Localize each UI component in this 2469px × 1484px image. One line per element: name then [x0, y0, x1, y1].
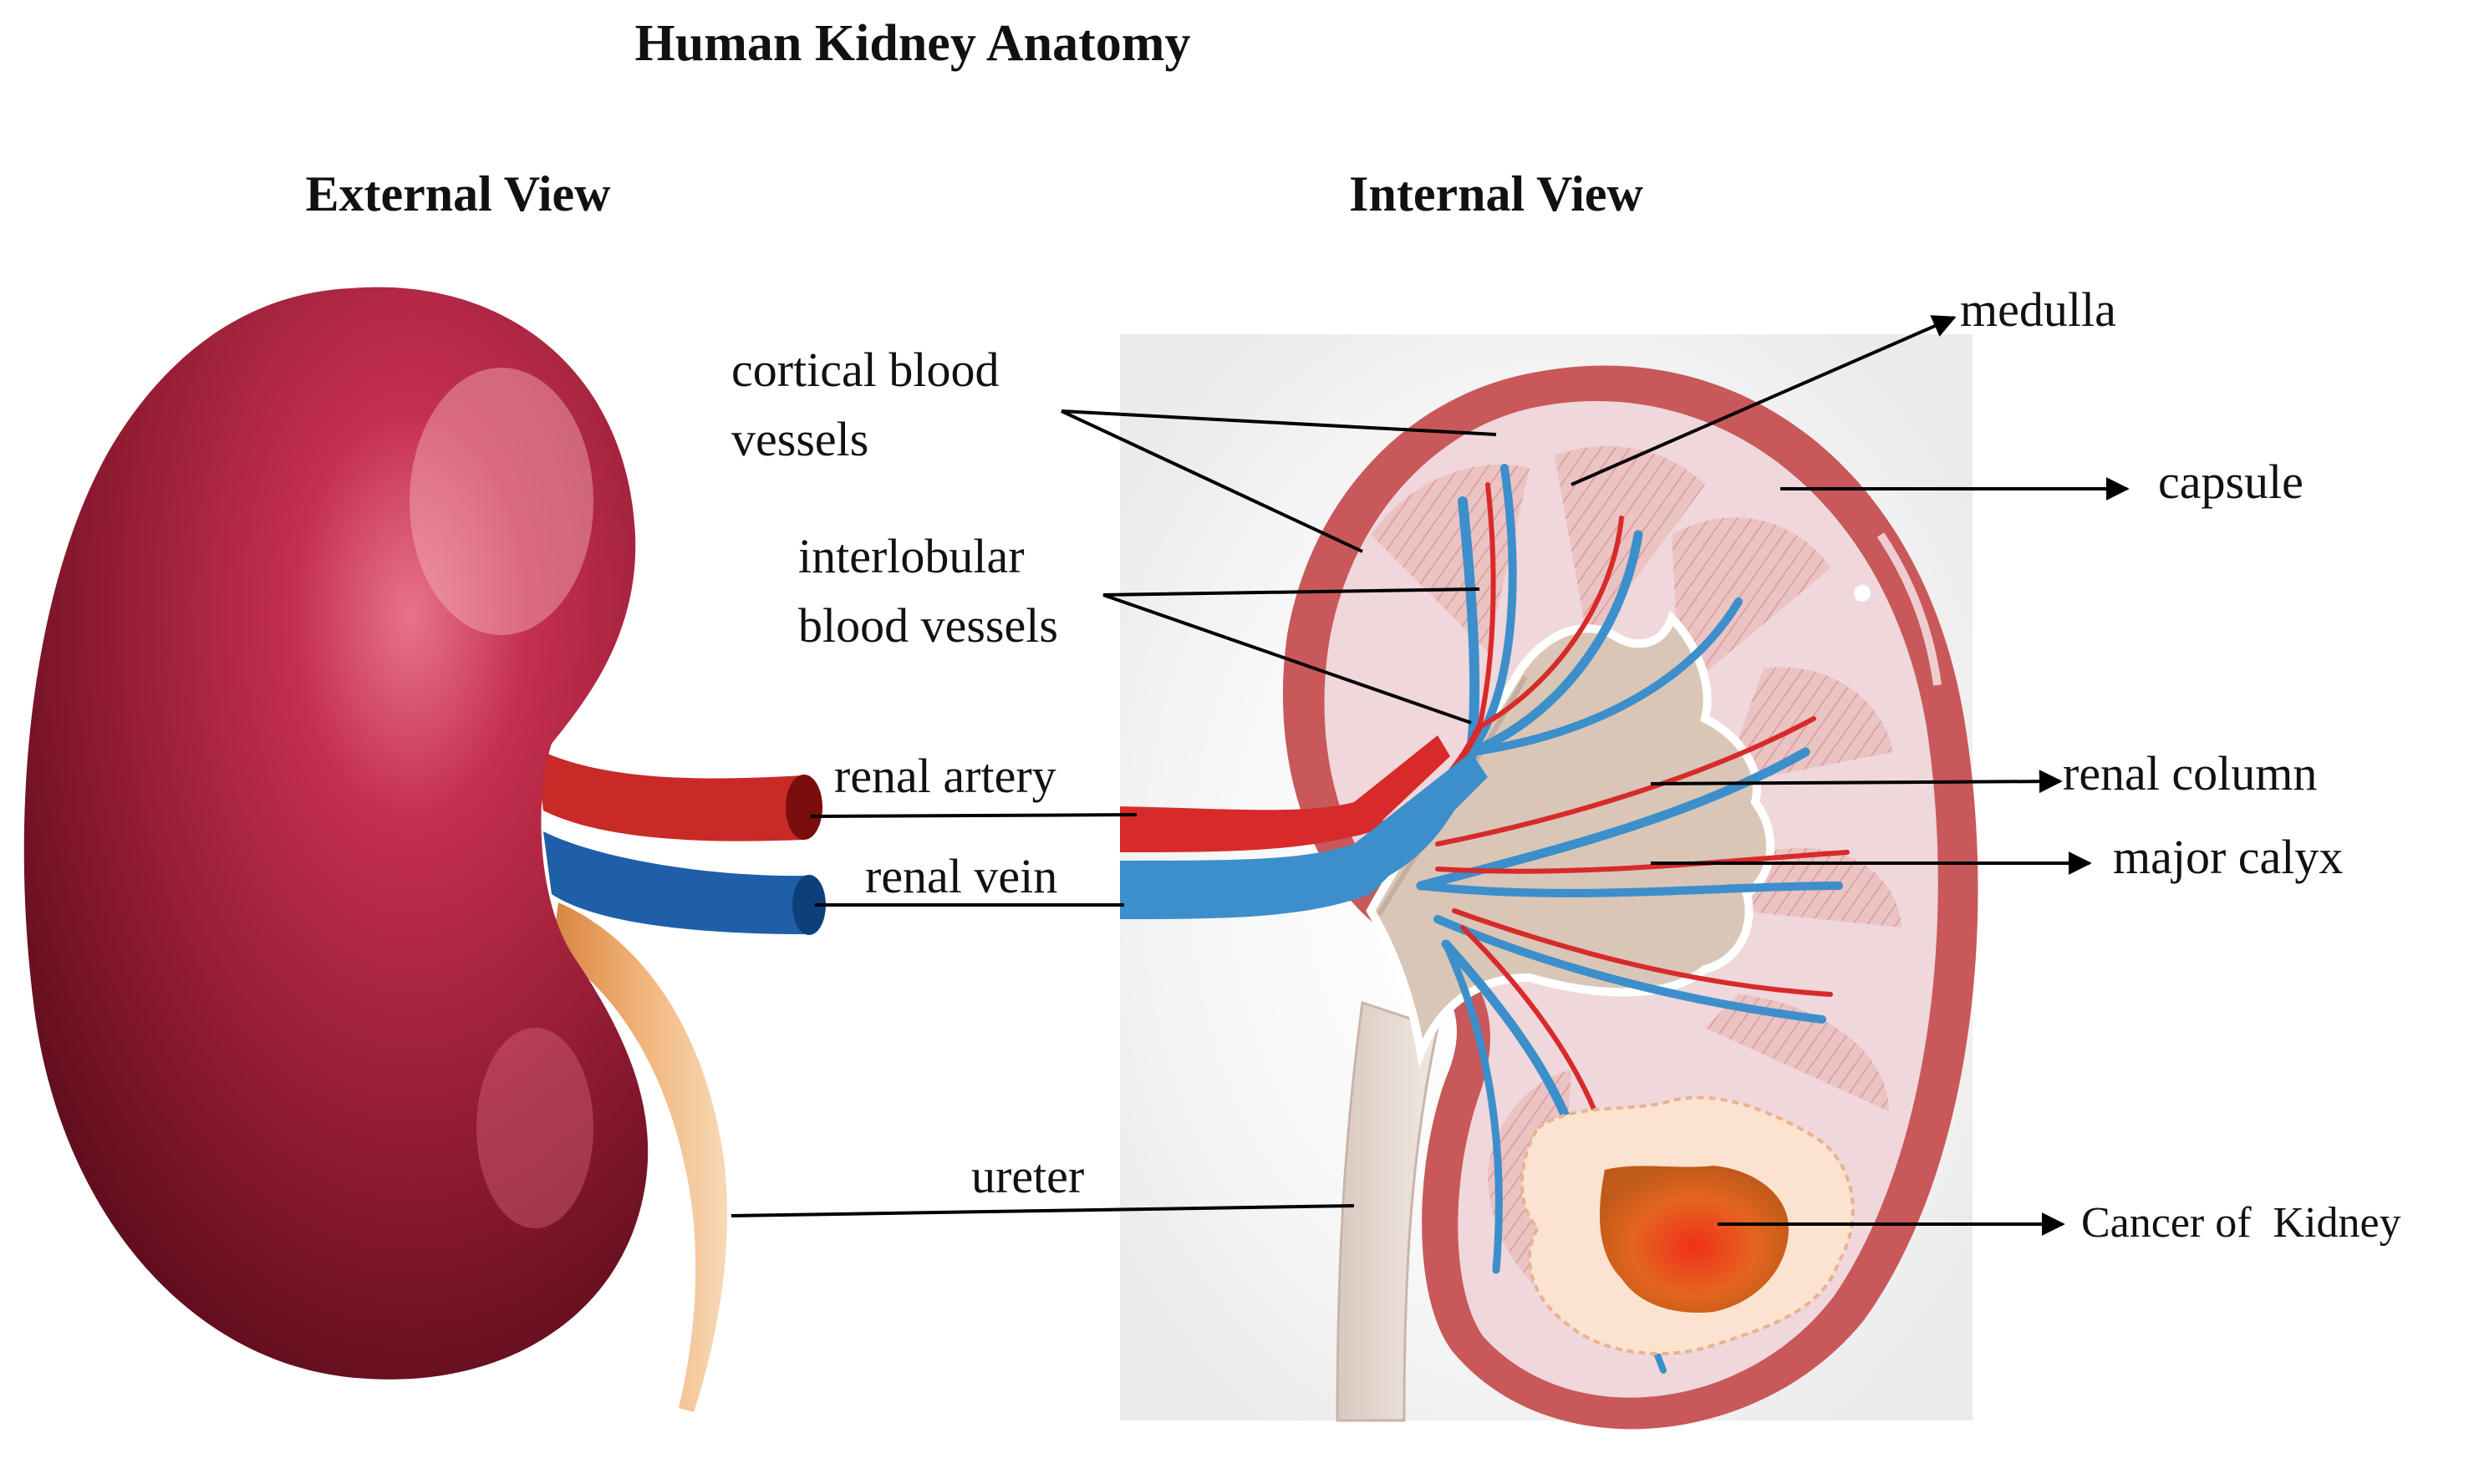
label-cancer-of-kidney: Cancer of Kidney — [2081, 1199, 2401, 1247]
internal-renal-artery-trunk — [1120, 735, 1450, 852]
pyramid-3 — [1672, 517, 1830, 694]
internal-ureter — [1336, 1001, 1439, 1422]
label-cortical-blood-vessels: cortical blood vessels — [731, 343, 1011, 466]
pyramid-2 — [1555, 445, 1705, 643]
label-capsule: capsule — [2158, 455, 2304, 509]
diagram-title: Human Kidney Anatomy — [635, 15, 1191, 72]
pyramid-4 — [1722, 667, 1893, 785]
external-renal-artery-opening — [786, 775, 822, 840]
leader-ureter — [731, 1204, 1355, 1217]
leader-cortical-1 — [1061, 409, 1497, 436]
external-kidney — [23, 287, 826, 1412]
internal-kidney — [1120, 334, 1978, 1430]
external-ureter-tube — [552, 902, 728, 1412]
leader-renal-column — [1650, 770, 2063, 794]
leader-lines — [731, 315, 2130, 1236]
capsule-shine — [1854, 585, 1871, 602]
label-renal-column: renal column — [2063, 746, 2317, 800]
external-kidney-highlight — [410, 368, 593, 635]
external-renal-artery — [535, 748, 804, 841]
leader-renal-artery — [810, 813, 1138, 818]
external-kidney-body — [23, 287, 649, 1380]
external-renal-vein-opening — [792, 875, 826, 935]
external-kidney-highlight-lower — [476, 1028, 593, 1228]
label-interlobular-line-2: blood vessels — [798, 598, 1058, 653]
label-renal-vein: renal vein — [865, 849, 1057, 903]
label-medulla: medulla — [1960, 282, 2116, 337]
leader-medulla — [1570, 315, 1957, 486]
renal-pelvis — [1366, 610, 1775, 1069]
label-cortical-line-1: cortical blood — [731, 343, 1000, 397]
label-interlobular-line-1: interlobular — [798, 529, 1025, 583]
capsule-highlight — [1876, 532, 1942, 686]
label-ureter: ureter — [971, 1149, 1084, 1203]
external-view-heading: External View — [306, 166, 612, 221]
label-major-calyx: major calyx — [2113, 830, 2343, 884]
kidney-tumor-core — [1600, 1166, 1789, 1313]
external-renal-vein — [543, 831, 807, 934]
label-cortical-line-2: vessels — [731, 412, 868, 466]
label-renal-artery: renal artery — [834, 749, 1056, 803]
leader-interlobular-1 — [1102, 587, 1480, 597]
label-interlobular-blood-vessels: interlobular blood vessels — [798, 529, 1058, 653]
leader-interlobular-2 — [1102, 593, 1472, 724]
pyramid-6 — [1705, 994, 1889, 1111]
internal-view-heading: Internal View — [1349, 166, 1643, 221]
internal-renal-vein-trunk — [1120, 752, 1488, 919]
leader-cortical-2 — [1061, 409, 1363, 553]
